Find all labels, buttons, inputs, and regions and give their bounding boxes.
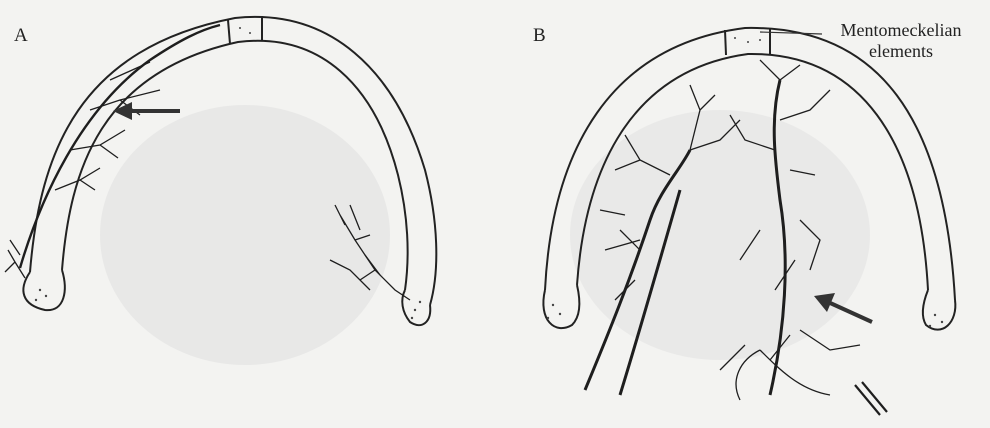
panel-b-label: B [533, 26, 546, 45]
background-shading [100, 105, 870, 365]
callout-label: Mentomeckelian elements [826, 20, 976, 61]
panel-a-label: A [14, 26, 28, 45]
panel-a-arrow [113, 102, 180, 120]
